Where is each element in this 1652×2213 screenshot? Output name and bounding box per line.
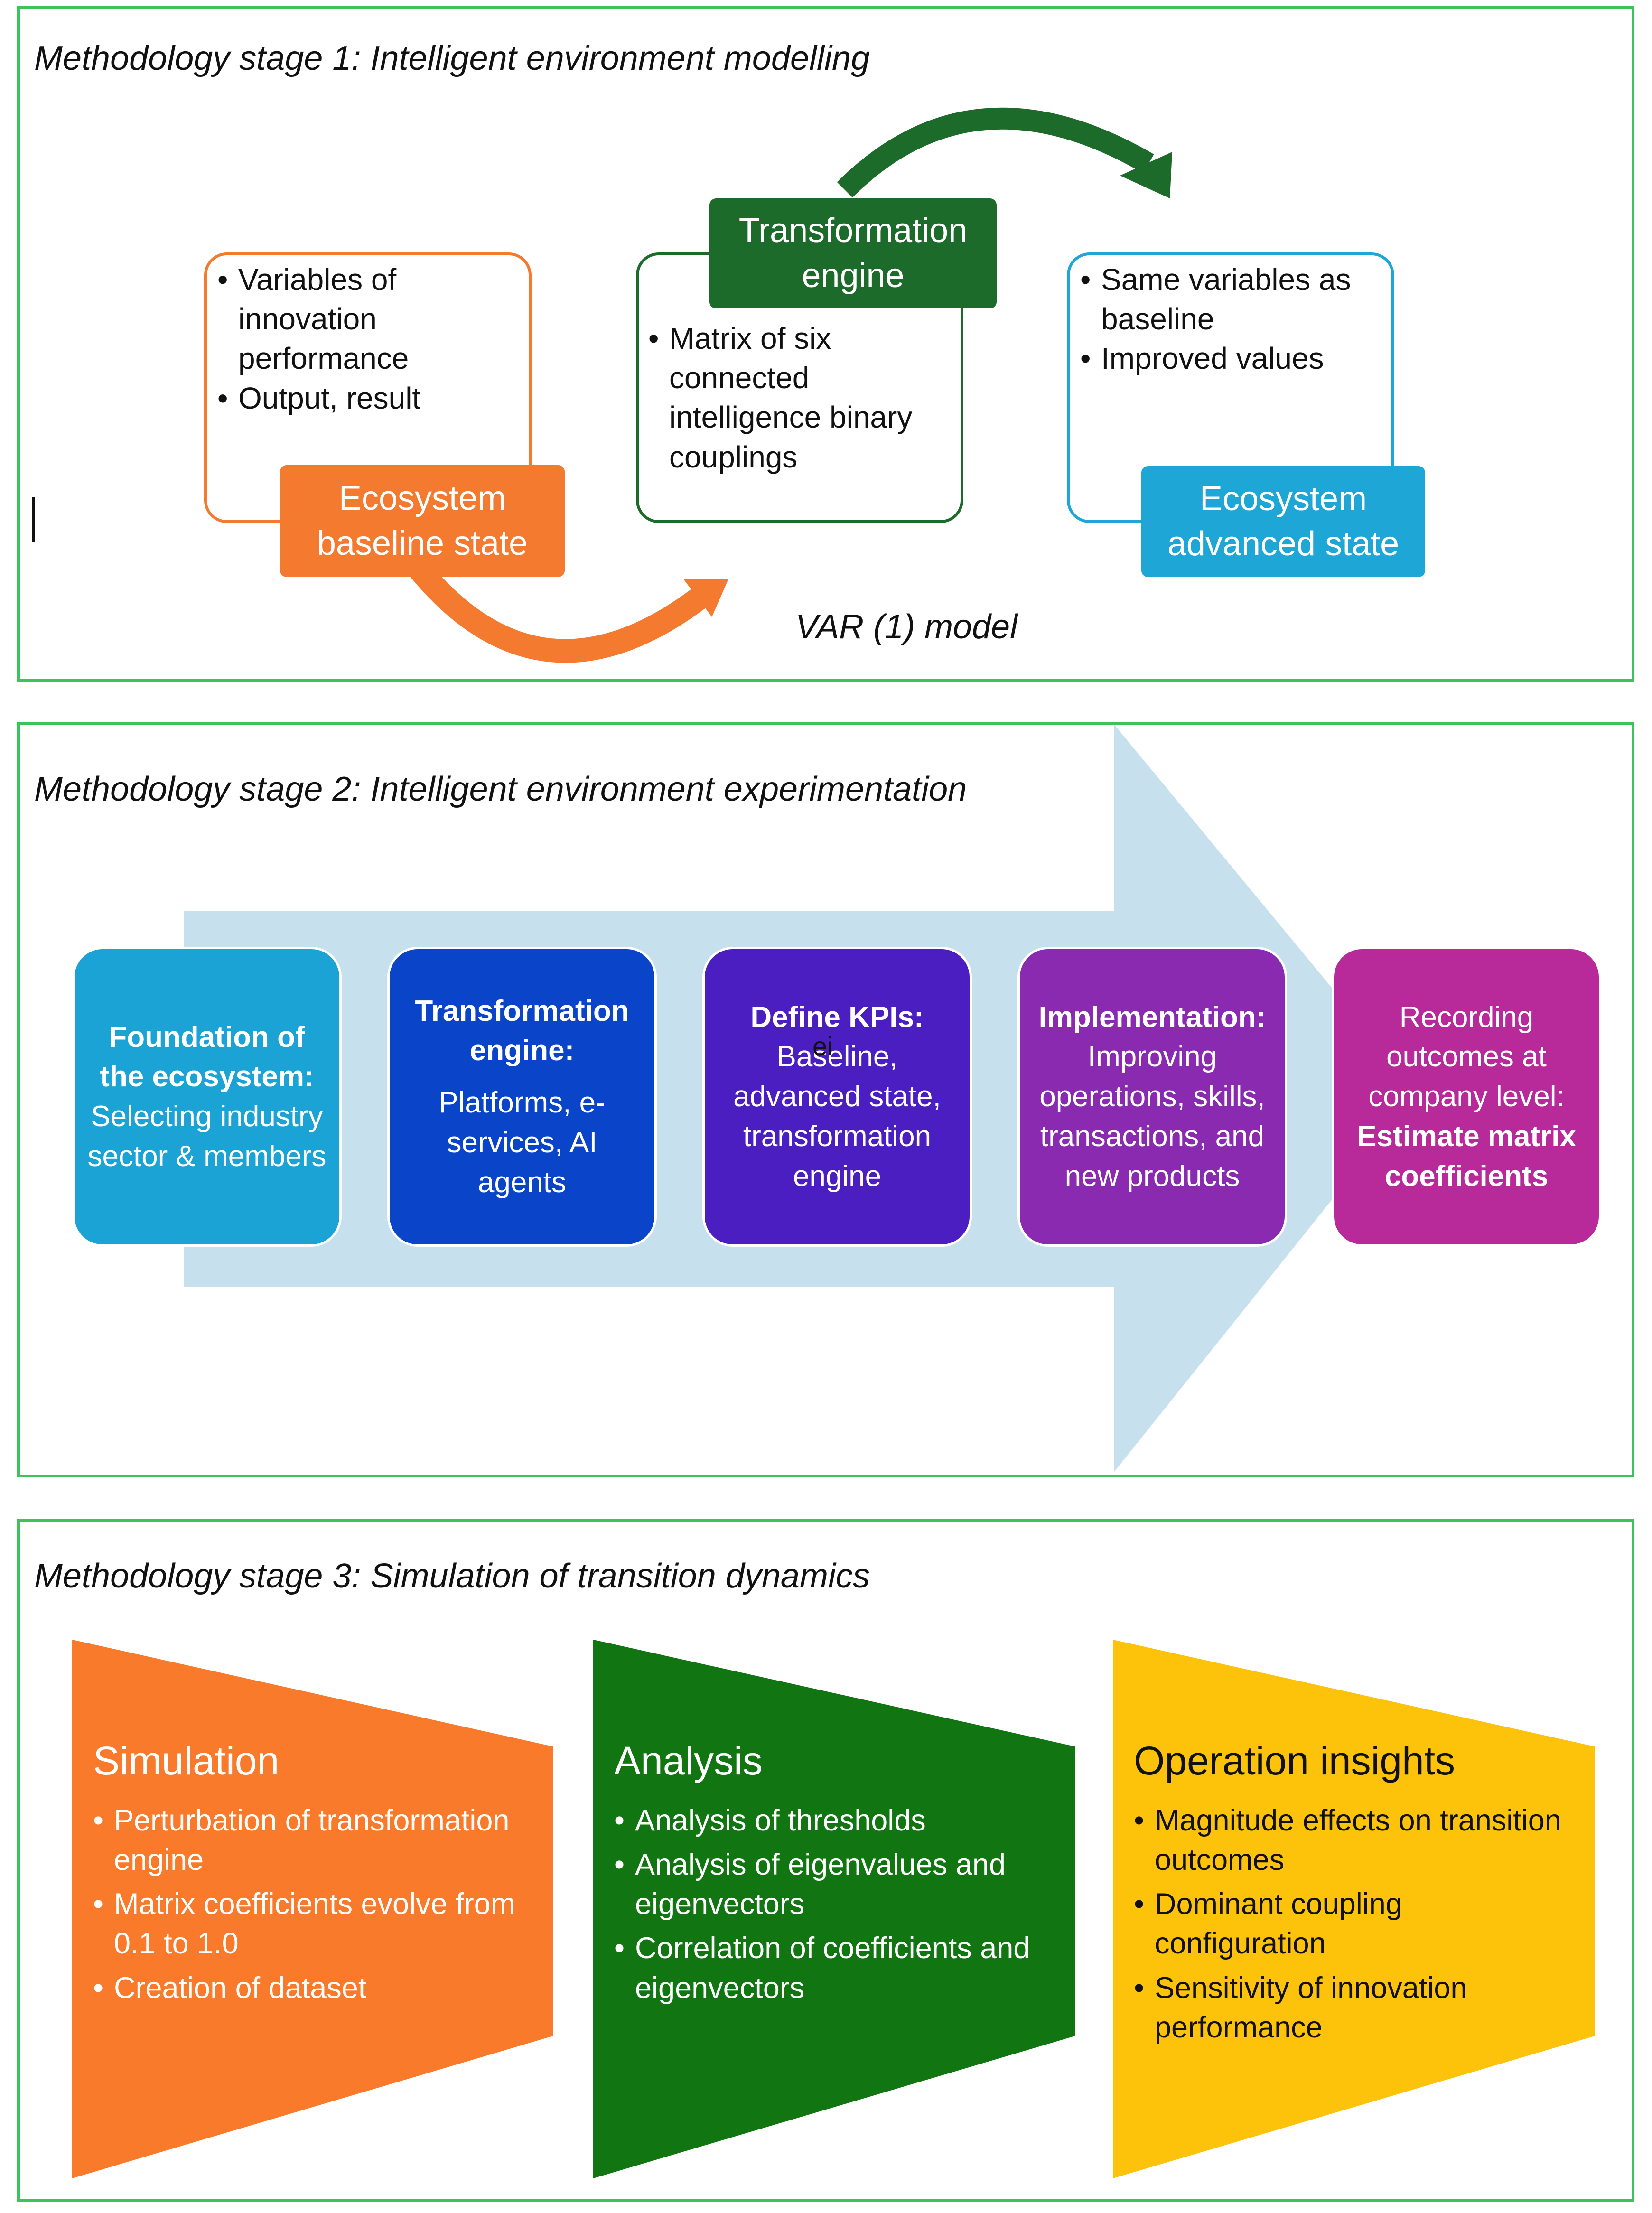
step-recording-outcomes-text: Recording outcomes at company level:: [1368, 1000, 1565, 1113]
stage1-title: Methodology stage 1: Intelligent environ…: [34, 39, 870, 77]
baseline-bullet: Variables of innovation performance: [217, 260, 521, 379]
panel-simulation-bullet: Matrix coefficients evolve from 0.1 to 1…: [93, 1885, 520, 1963]
panel-simulation-bullet: Creation of dataset: [93, 1969, 520, 2008]
green-arrowhead: [1120, 152, 1172, 198]
step-define-kpis-bold: Define KPIs:: [750, 1000, 924, 1034]
var-model-label: VAR (1) model: [795, 608, 1018, 646]
engine-label: Transformation engine: [709, 198, 997, 308]
step-foundation-text: Selecting industry sector & members: [87, 1100, 327, 1173]
orange-curved-arrow: [408, 560, 710, 663]
panel-simulation-title: Simulation: [93, 1738, 280, 1783]
panel-insights-bullet: Dominant coupling configuration: [1134, 1885, 1570, 1963]
step-foundation: Foundation of the ecosystem: Selecting i…: [72, 947, 342, 1247]
text-cursor-mark: [32, 497, 35, 542]
advanced-bullets: Same variables as baseline Improved valu…: [1080, 260, 1384, 379]
orange-arrowhead: [683, 579, 728, 617]
step-implementation-bold: Implementation:: [1038, 1000, 1266, 1034]
panel-simulation-bullet: Perturbation of transformation engine: [93, 1801, 520, 1880]
panel-analysis-bullet: Analysis of eigenvalues and eigenvectors: [614, 1845, 1051, 1924]
step-transformation-engine: Transformation engine: Platforms, e-serv…: [387, 947, 657, 1247]
panel-simulation: Simulation Perturbation of transformatio…: [93, 1738, 520, 2013]
baseline-bullet: Output, result: [217, 379, 521, 418]
step-recording-outcomes-bold: Estimate matrix coefficients: [1357, 1120, 1576, 1193]
stage1-arrows: [408, 107, 1172, 663]
panel-insights: Operation insights Magnitude effects on …: [1134, 1738, 1570, 2052]
panel-insights-bullet: Magnitude effects on transition outcomes: [1134, 1801, 1570, 1880]
stage3-title: Methodology stage 3: Simulation of trans…: [34, 1557, 870, 1595]
stage2-title: Methodology stage 2: Intelligent environ…: [34, 770, 967, 808]
advanced-bullet: Same variables as baseline: [1080, 260, 1384, 339]
step-transformation-engine-bold: Transformation engine:: [415, 994, 629, 1067]
step-transformation-engine-text: Platforms, e-services, AI agents: [439, 1086, 606, 1199]
step-recording-outcomes: Recording outcomes at company level: Est…: [1332, 947, 1601, 1247]
panel-analysis-bullet: Correlation of coefficients and eigenvec…: [614, 1929, 1051, 2008]
baseline-bullets: Variables of innovation performance Outp…: [217, 260, 521, 418]
panel-insights-title: Operation insights: [1134, 1738, 1456, 1783]
step-define-kpis-text: Baseline, advanced state, transformation…: [733, 1040, 941, 1193]
engine-bullet: Matrix of six connected intelligence bin…: [648, 319, 952, 477]
green-curved-arrow: [837, 107, 1154, 198]
step-define-kpis: Define KPIs: Baseline, advanced state, t…: [702, 947, 972, 1247]
advanced-bullet: Improved values: [1080, 339, 1384, 378]
panel-analysis: Analysis Analysis of thresholds Analysis…: [614, 1738, 1051, 2013]
panel-analysis-bullet: Analysis of thresholds: [614, 1801, 1051, 1840]
panel-insights-bullet: Sensitivity of innovation performance: [1134, 1969, 1570, 2047]
panel-analysis-title: Analysis: [614, 1738, 763, 1783]
baseline-state-label: Ecosystem baseline state: [280, 465, 565, 577]
step-implementation-text: Improving operations, skills, transactio…: [1039, 1040, 1265, 1193]
stray-mark: ei: [812, 1031, 833, 1061]
step-foundation-bold: Foundation of the ecosystem:: [100, 1020, 314, 1093]
step-implementation: Implementation: Improving operations, sk…: [1017, 947, 1287, 1247]
engine-bullets: Matrix of six connected intelligence bin…: [648, 319, 952, 477]
advanced-state-label: Ecosystem advanced state: [1141, 466, 1425, 577]
